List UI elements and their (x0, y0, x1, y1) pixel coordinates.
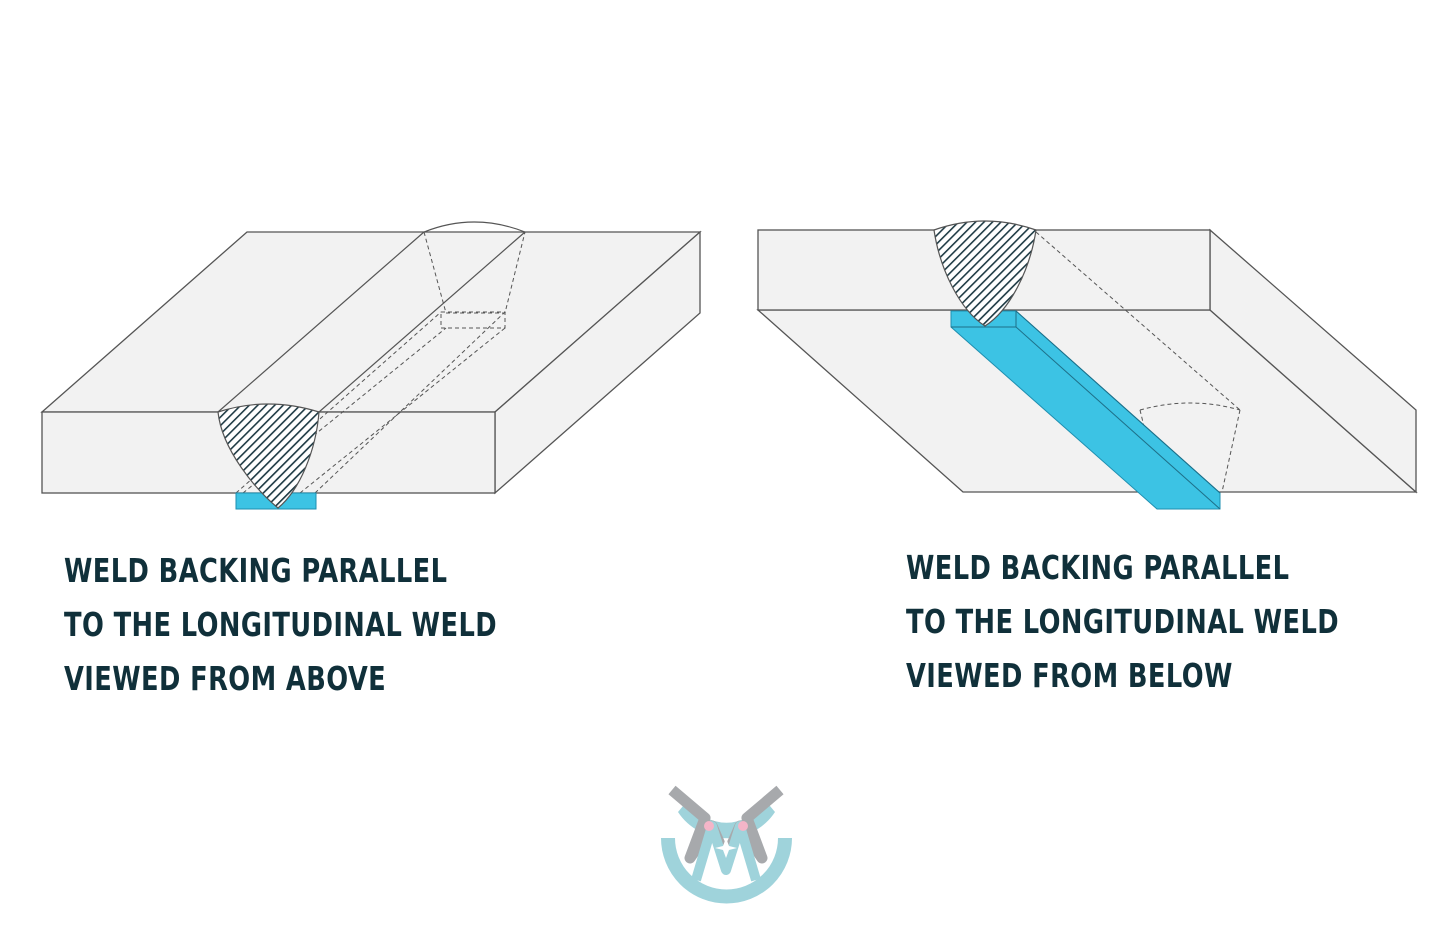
right-caption: WELD BACKING PARALLEL TO THE LONGITUDINA… (906, 541, 1339, 703)
right-caption-line1: WELD BACKING PARALLEL (906, 548, 1290, 587)
right-caption-line3: VIEWED FROM BELOW (906, 656, 1233, 695)
right-diagram (756, 220, 1418, 510)
right-weld-cross-section (933, 220, 1037, 327)
left-caption-line3: VIEWED FROM ABOVE (64, 659, 387, 698)
right-backing-edge (1015, 326, 1221, 510)
left-weld-seam-line (318, 231, 526, 413)
left-caption-line2: TO THE LONGITUDINAL WELD (64, 605, 497, 644)
left-caption-line1: WELD BACKING PARALLEL (64, 551, 448, 590)
right-caption-line2: TO THE LONGITUDINAL WELD (906, 602, 1339, 641)
left-diagram (40, 221, 702, 510)
left-far-weld-cap (423, 221, 526, 233)
left-weld-cross-section (217, 403, 320, 509)
right-far-weld-cap (1139, 402, 1241, 411)
left-caption: WELD BACKING PARALLEL TO THE LONGITUDINA… (64, 544, 497, 706)
brand-logo (661, 785, 792, 904)
left-weld-seam-line (217, 231, 425, 413)
right-backing-edge (1015, 310, 1221, 494)
